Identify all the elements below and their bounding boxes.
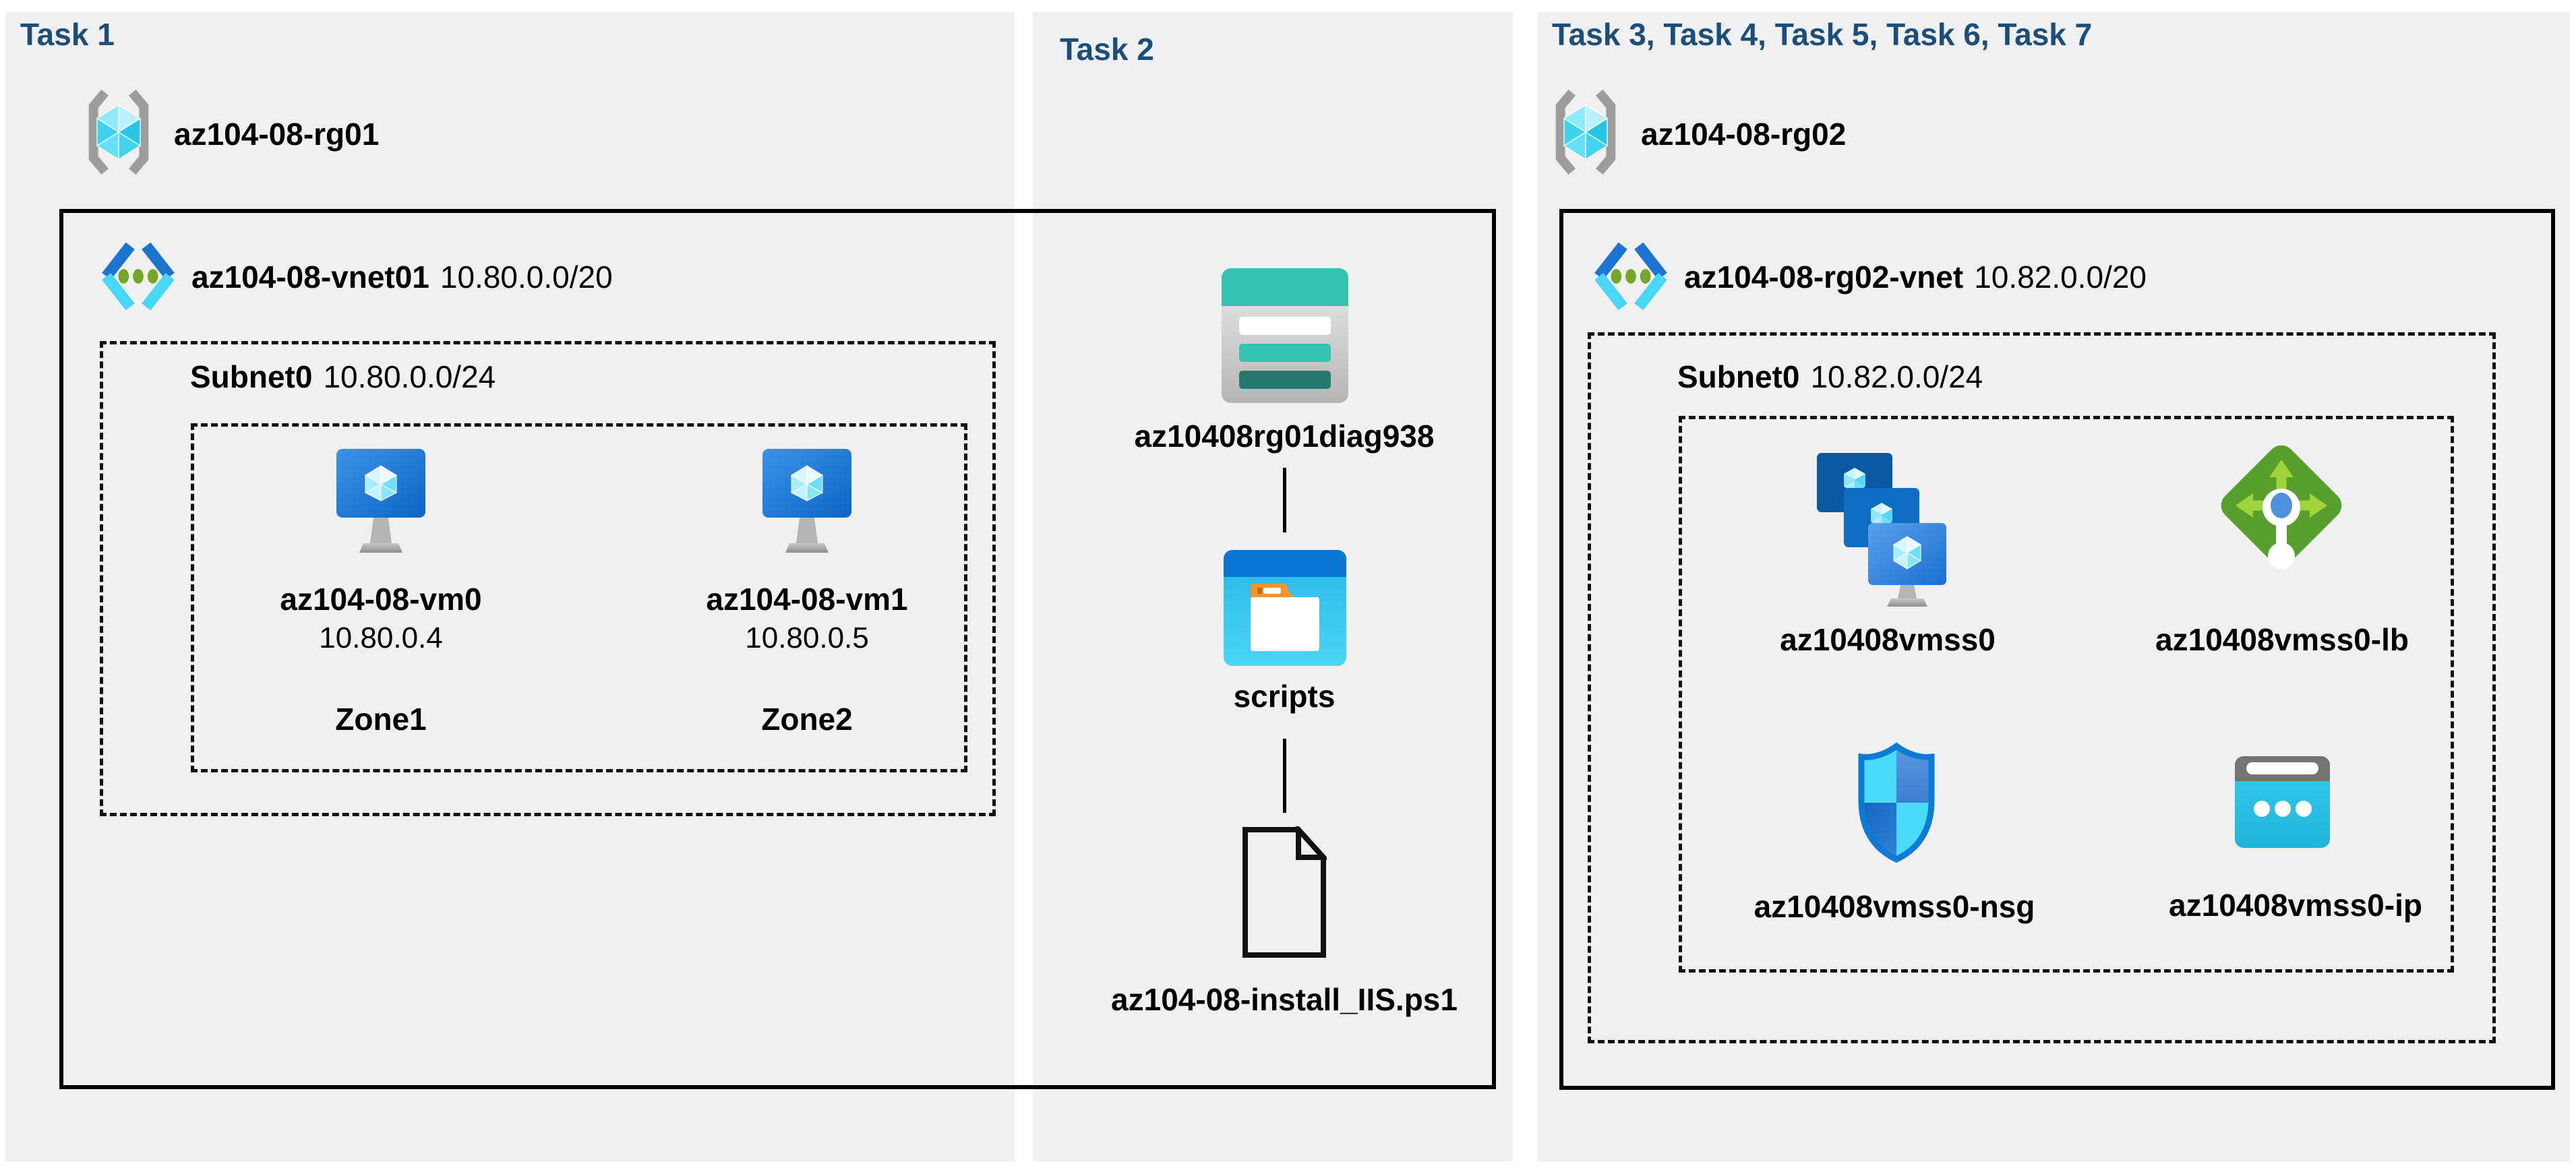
vmss-label: az10408vmss0 bbox=[1780, 622, 1996, 657]
task1-zone-box bbox=[191, 423, 967, 772]
virtual-network-icon bbox=[1591, 236, 1671, 320]
storage-account-icon bbox=[1222, 268, 1348, 406]
vm0-zone: Zone1 bbox=[335, 702, 427, 737]
connector-scripts-to-file bbox=[1283, 739, 1286, 813]
scripts-folder-label: scripts bbox=[1233, 679, 1336, 714]
virtual-machine-icon bbox=[760, 449, 854, 559]
task1-subnet-cidr: 10.80.0.0/24 bbox=[323, 359, 496, 394]
resource-group-icon bbox=[86, 89, 151, 179]
script-file-label: az104-08-install_IIS.ps1 bbox=[1111, 982, 1458, 1017]
scripts-folder-icon bbox=[1224, 550, 1346, 669]
task3-subnet-name: Subnet0 bbox=[1677, 359, 1800, 394]
vm0-name: az104-08-vm0 bbox=[280, 582, 482, 617]
task1-panel bbox=[5, 12, 1015, 1161]
vm0-ip: 10.80.0.4 bbox=[319, 621, 443, 654]
vm1-name: az104-08-vm1 bbox=[706, 582, 908, 617]
task1-vnet-box bbox=[59, 209, 1496, 1089]
task1-vnet-cidr: 10.80.0.0/20 bbox=[440, 259, 613, 295]
task1-subnet-box bbox=[100, 341, 996, 816]
vm1-zone: Zone2 bbox=[761, 702, 853, 737]
resource-group-icon bbox=[1553, 89, 1618, 179]
vm1-ip: 10.80.0.5 bbox=[745, 621, 869, 654]
task3-subnet-label: Subnet0 10.82.0.0/24 bbox=[1677, 359, 1983, 395]
load-balancer-icon bbox=[2219, 443, 2345, 599]
task2-title: Task 2 bbox=[1060, 32, 1154, 67]
network-security-group-icon bbox=[1854, 741, 1939, 867]
script-file-icon bbox=[1242, 822, 1329, 962]
task3-vnet-label: az104-08-rg02-vnet 10.82.0.0/20 bbox=[1684, 259, 2147, 295]
task1-vnet-name: az104-08-vnet01 bbox=[191, 259, 429, 295]
task1-resource-group-label: az104-08-rg01 bbox=[174, 117, 380, 152]
load-balancer-label: az10408vmss0-lb bbox=[2155, 622, 2409, 657]
task1-subnet-label: Subnet0 10.80.0.0/24 bbox=[190, 359, 496, 395]
task3-resource-group-label: az104-08-rg02 bbox=[1641, 117, 1847, 152]
task3-vnet-name: az104-08-rg02-vnet bbox=[1684, 259, 1964, 295]
task1-vnet-label: az104-08-vnet01 10.80.0.0/20 bbox=[191, 259, 613, 295]
storage-account-label: az10408rg01diag938 bbox=[1134, 419, 1435, 454]
task3-resource-box bbox=[1679, 416, 2454, 973]
vm-scale-set-icon bbox=[1817, 452, 1949, 611]
task1-subnet-name: Subnet0 bbox=[190, 359, 313, 394]
task1-title: Task 1 bbox=[20, 17, 115, 52]
public-ip-icon bbox=[2235, 756, 2333, 854]
task3-subnet-box bbox=[1588, 332, 2496, 1043]
network-security-group-label: az10408vmss0-nsg bbox=[1754, 889, 2035, 924]
task3-subnet-cidr: 10.82.0.0/24 bbox=[1810, 359, 1983, 394]
task3-title: Task 3, Task 4, Task 5, Task 6, Task 7 bbox=[1552, 17, 2093, 52]
public-ip-label: az10408vmss0-ip bbox=[2169, 888, 2422, 923]
virtual-machine-icon bbox=[334, 449, 428, 559]
connector-storage-to-scripts bbox=[1283, 468, 1286, 532]
task3-vnet-box bbox=[1559, 209, 2555, 1090]
virtual-network-icon bbox=[98, 236, 178, 320]
task3-vnet-cidr: 10.82.0.0/20 bbox=[1974, 259, 2147, 295]
